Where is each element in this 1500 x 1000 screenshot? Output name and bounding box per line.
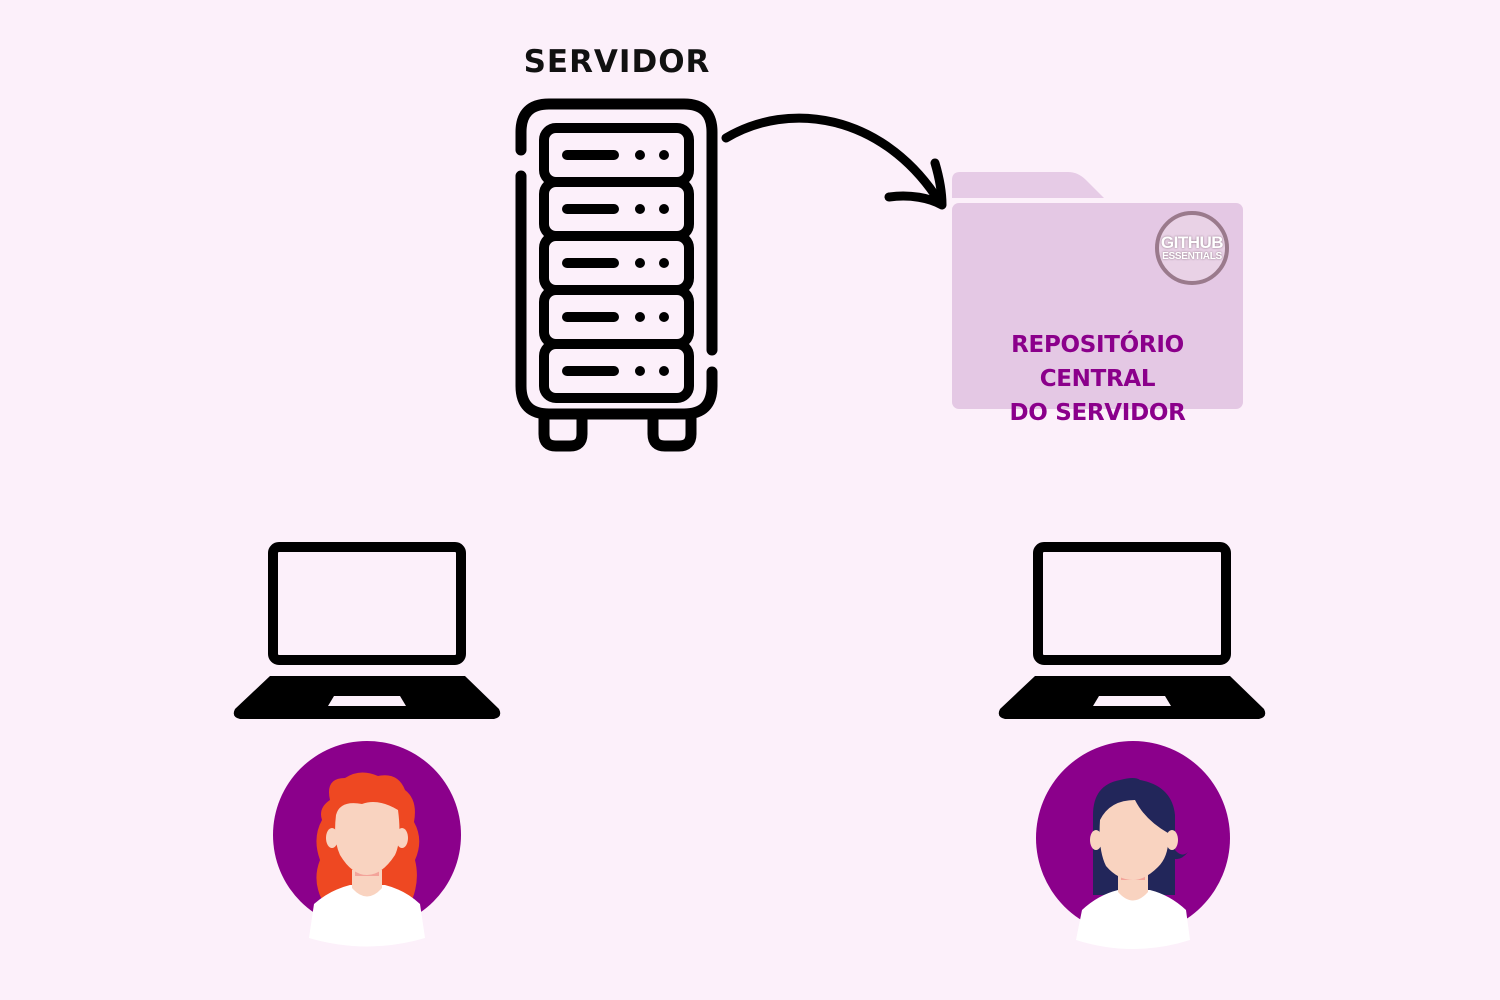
curved-arrow-icon (721, 113, 947, 210)
avatar-left-shirt (309, 885, 425, 947)
server-frame (515, 98, 718, 356)
rack-unit-led (635, 258, 645, 268)
rack-unit-led (659, 312, 669, 322)
server-foot-left (538, 412, 588, 452)
server-frame-lower (515, 170, 718, 420)
laptop-right-icon (998, 542, 1266, 719)
github-essentials-badge: GITHUB ESSENTIALS (1155, 211, 1229, 285)
avatar-left (273, 741, 461, 947)
rack-unit (539, 285, 694, 349)
server-rack-units (539, 123, 694, 403)
server-foot-right (647, 412, 697, 452)
rack-unit-led (659, 150, 669, 160)
rack-unit-led (659, 204, 669, 214)
avatar-right-shirt (1076, 890, 1190, 949)
avatar-right (1036, 741, 1230, 949)
repository-label-line1: REPOSITÓRIO CENTRAL (1011, 332, 1184, 392)
laptop-left-icon (233, 542, 501, 719)
badge-line1: GITHUB (1160, 233, 1224, 252)
rack-unit-led (635, 366, 645, 376)
badge-line2: ESSENTIALS (1162, 251, 1222, 262)
rack-unit (539, 339, 694, 403)
rack-unit-led (659, 366, 669, 376)
repository-label: REPOSITÓRIO CENTRAL DO SERVIDOR (952, 328, 1243, 430)
rack-unit-led (635, 150, 645, 160)
rack-unit-led (635, 204, 645, 214)
rack-unit-led (635, 312, 645, 322)
server-title: SERVIDOR (523, 44, 711, 80)
rack-unit (539, 231, 694, 295)
server-icon (515, 98, 718, 452)
rack-unit (539, 123, 694, 187)
rack-unit-led (659, 258, 669, 268)
rack-unit (539, 177, 694, 241)
repository-label-line2: DO SERVIDOR (1009, 400, 1186, 426)
